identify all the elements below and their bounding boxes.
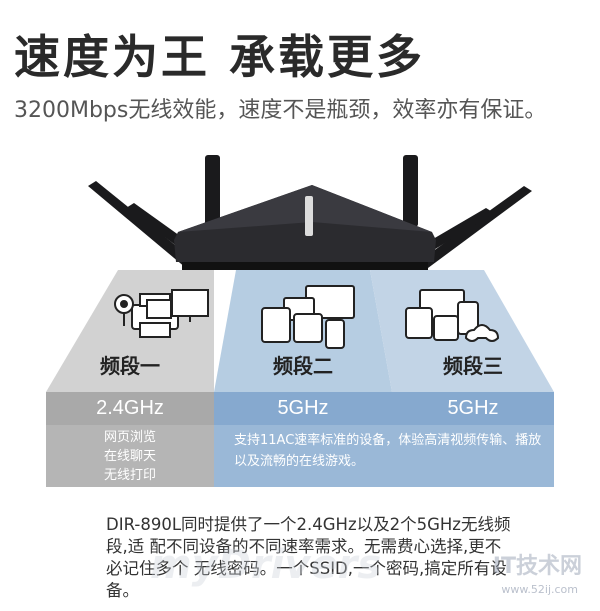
band2-freq-bar [214, 392, 392, 425]
webcam-icon [114, 294, 134, 326]
band1-use-item: 在线聊天 [103, 449, 156, 464]
band1-freq-bar [46, 392, 214, 425]
band1-desc-box [46, 425, 214, 487]
watermark-url: www.52ij.com [501, 583, 578, 596]
band3-frequency: 5GHz [447, 397, 499, 419]
subheadline: 3200Mbps无线效能，速度不是瓶颈，效率亦有保证。 [14, 98, 547, 123]
band1-label: 频段一 [100, 354, 160, 378]
band23-desc-box [214, 425, 554, 487]
band1-use-item: 网页浏览 [103, 430, 156, 445]
band1-use-item: 无线打印 [103, 468, 156, 483]
body-text: DIR-890L同时提供了一个2.4GHz以及2个5GHz无线频段,适 配不同设… [106, 515, 511, 600]
band23-description: 支持11AC速率标准的设备，体验高清视频传输、播放以及流畅的在线游戏。 [234, 433, 542, 469]
band2-label: 频段二 [273, 354, 333, 378]
monitor-icon [171, 289, 209, 322]
band2-frequency: 5GHz [277, 397, 329, 419]
band1-frequency: 2.4GHz [96, 397, 164, 419]
band2-devices-icon [261, 285, 355, 349]
antennas [88, 155, 532, 268]
laptop-icon [146, 299, 172, 319]
watermark-brand: IT技术网 [492, 554, 582, 579]
band3-freq-bar [392, 392, 554, 425]
band1-uses: 网页浏览 在线聊天 无线打印 [46, 428, 214, 488]
band3-devices-icon [405, 289, 500, 342]
headline: 速度为王 承载更多 [14, 30, 426, 84]
band3-label: 频段三 [443, 354, 503, 378]
watermark-ghost: myDrivers [150, 542, 382, 588]
router-body [174, 185, 436, 270]
